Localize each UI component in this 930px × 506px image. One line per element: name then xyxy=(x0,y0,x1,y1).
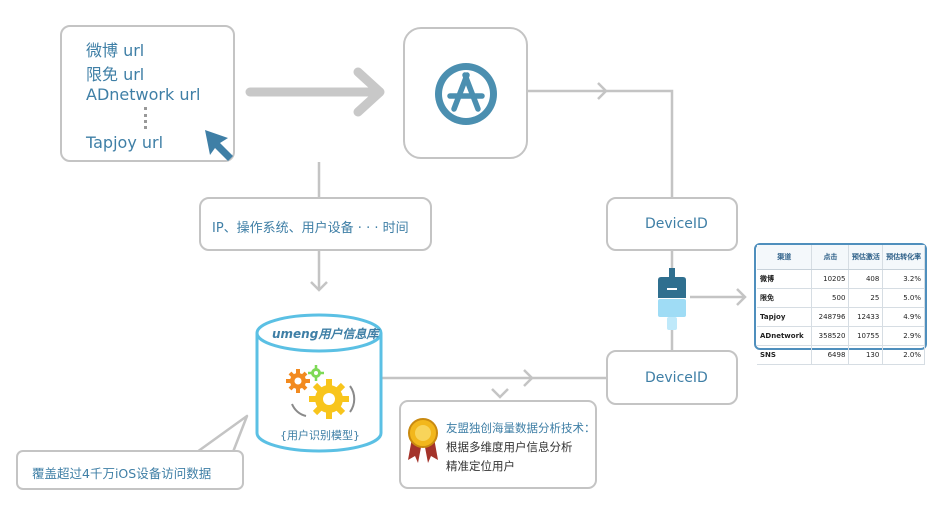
vertical-ellipsis xyxy=(144,107,150,129)
app-store-icon[interactable] xyxy=(433,61,499,127)
cell-activations: 408 xyxy=(848,269,884,289)
collected-attributes-box: IP、操作系统、用户设备 · · · 时间 xyxy=(199,197,432,251)
deviceid-bottom-label: DeviceID xyxy=(645,370,708,386)
cell-activations: 130 xyxy=(848,345,884,365)
cell-rate: 2.0% xyxy=(882,345,925,365)
deviceid-top-label: DeviceID xyxy=(645,216,708,232)
source-xianmian-url[interactable]: 限免 url xyxy=(86,65,145,84)
conversion-stats-table: 渠道 点击 预估激活 预估转化率 微博 10205 408 3.2% 限免 50… xyxy=(757,245,925,365)
tech-callout: 友盟独创海量数据分析技术： 根据多维度用户信息分析 精准定位用户 xyxy=(399,400,597,489)
table-row: Tapjoy 248796 12433 4.9% xyxy=(757,307,925,327)
cell-channel: 限免 xyxy=(757,288,813,308)
coverage-callout-tail xyxy=(195,414,249,454)
deviceid-box-top: DeviceID xyxy=(606,197,738,251)
cell-rate: 3.2% xyxy=(882,269,925,289)
cell-clicks: 500 xyxy=(811,288,850,308)
cell-rate: 2.9% xyxy=(882,326,925,346)
coverage-callout: 覆盖超过4千万iOS设备访问数据 xyxy=(16,450,244,490)
app-store-box xyxy=(403,27,528,159)
collected-attributes-label: IP、操作系统、用户设备 · · · 时间 xyxy=(212,221,409,236)
cell-activations: 10755 xyxy=(848,326,884,346)
header-clicks: 点击 xyxy=(811,245,850,270)
big-arrow xyxy=(245,67,385,117)
coverage-callout-text: 覆盖超过4千万iOS设备访问数据 xyxy=(32,466,212,481)
gears-icon xyxy=(286,365,356,419)
table-row: ADnetwork 358520 10755 2.9% xyxy=(757,326,925,346)
source-tapjoy-url[interactable]: Tapjoy url xyxy=(86,133,164,152)
plug-connector-icon xyxy=(658,268,686,330)
table-row: 限免 500 25 5.0% xyxy=(757,288,925,308)
header-channel: 渠道 xyxy=(757,245,813,270)
header-rate: 预估转化率 xyxy=(882,245,925,270)
cell-channel: 微博 xyxy=(757,269,813,289)
cell-activations: 25 xyxy=(848,288,884,308)
yellow-gear-icon xyxy=(309,379,349,419)
source-adnetwork-url[interactable]: ADnetwork url xyxy=(86,85,201,104)
orange-gear-icon xyxy=(286,369,310,393)
cell-clicks: 248796 xyxy=(811,307,850,327)
header-activations: 预估激活 xyxy=(848,245,884,270)
table-row: 微博 10205 408 3.2% xyxy=(757,269,925,289)
cell-rate: 5.0% xyxy=(882,288,925,308)
medal-icon xyxy=(408,418,438,463)
cell-clicks: 358520 xyxy=(811,326,850,346)
database-caption: {用户识别模型} xyxy=(280,429,360,442)
source-weibo-url[interactable]: 微博 url xyxy=(86,41,145,60)
cell-activations: 12433 xyxy=(848,307,884,327)
cell-channel: Tapjoy xyxy=(757,307,813,327)
tech-callout-line2: 精准定位用户 xyxy=(446,459,515,473)
table-row: SNS 6498 130 2.0% xyxy=(757,345,925,365)
database-title: umeng用户信息库 xyxy=(272,327,379,341)
green-gear-icon xyxy=(308,365,324,381)
table-header-row: 渠道 点击 预估激活 预估转化率 xyxy=(757,245,925,270)
url-sources-box: 微博 url 限免 url ADnetwork url Tapjoy url xyxy=(60,25,235,162)
deviceid-box-bottom: DeviceID xyxy=(606,350,738,405)
cell-clicks: 6498 xyxy=(811,345,850,365)
flow-lines xyxy=(310,82,747,399)
cell-clicks: 10205 xyxy=(811,269,850,289)
cell-channel: ADnetwork xyxy=(757,326,813,346)
cursor-arrow-icon xyxy=(205,130,233,161)
tech-callout-title: 友盟独创海量数据分析技术： xyxy=(446,421,596,435)
tech-callout-line1: 根据多维度用户信息分析 xyxy=(446,440,573,454)
cell-rate: 4.9% xyxy=(882,307,925,327)
cell-channel: SNS xyxy=(757,345,813,365)
